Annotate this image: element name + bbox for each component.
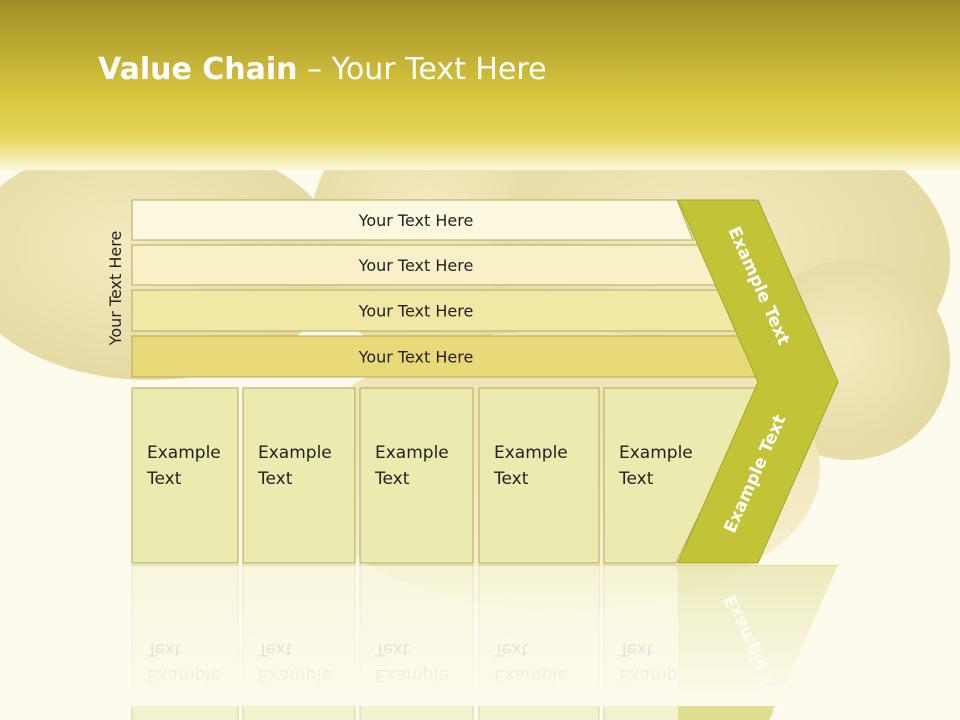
box-label-line2: Text bbox=[618, 469, 654, 489]
activity-box bbox=[131, 387, 239, 564]
box-label-line1: Example bbox=[147, 443, 221, 463]
box-label-line1: Example bbox=[619, 443, 693, 463]
box-label-line2: Text bbox=[257, 469, 293, 489]
header-band bbox=[0, 0, 960, 170]
box-label-line1: Example bbox=[494, 443, 568, 463]
title-bold: Value Chain bbox=[98, 52, 298, 87]
row-label: Your Text Here bbox=[358, 256, 474, 275]
box-label-line1: Example bbox=[375, 443, 449, 463]
activity-box bbox=[603, 387, 761, 564]
box-label-line2: Text bbox=[493, 469, 529, 489]
activity-box bbox=[242, 387, 356, 564]
title-rest: – Your Text Here bbox=[297, 52, 547, 87]
side-label: Your Text Here bbox=[106, 231, 125, 347]
page-title: Value Chain – Your Text Here bbox=[98, 52, 547, 87]
box-label-line2: Text bbox=[146, 469, 182, 489]
row-label: Your Text Here bbox=[358, 348, 474, 367]
activity-box bbox=[359, 387, 474, 564]
value-chain-row bbox=[131, 199, 694, 241]
box-label-line1: Example bbox=[258, 443, 332, 463]
row-label: Your Text Here bbox=[358, 211, 474, 230]
margin-chevron bbox=[677, 199, 839, 564]
row-label: Your Text Here bbox=[358, 302, 474, 321]
activity-box bbox=[478, 387, 600, 564]
box-label-line2: Text bbox=[374, 469, 410, 489]
